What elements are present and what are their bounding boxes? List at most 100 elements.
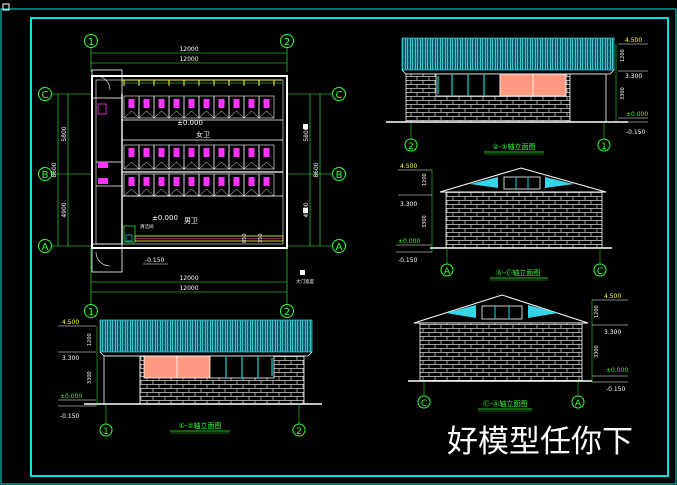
axis-bubble-right-B — [332, 167, 346, 181]
level-ground: -0.150 — [60, 413, 80, 420]
axis-label: C — [42, 90, 49, 101]
axis-label: B — [336, 170, 343, 181]
toilet-stall — [168, 144, 185, 170]
gable-vent — [470, 177, 498, 188]
axis-label: B — [42, 170, 49, 181]
squat-pan — [218, 148, 225, 157]
axis-label: 2 — [284, 37, 290, 48]
squat-pan — [128, 177, 135, 186]
toilet-stall — [183, 95, 200, 119]
axis-label: C — [421, 399, 427, 409]
axis-bubble-top-1 — [84, 34, 98, 48]
toilet-stall — [138, 144, 155, 170]
elevation-A-C: 4.500 3.300 ±0.000 -0.150 3300 1200 A C … — [396, 163, 612, 281]
axis-label: 2 — [296, 427, 302, 437]
axis-label: 1 — [88, 307, 94, 318]
toilet-stall — [198, 144, 215, 170]
toilet-stall — [123, 173, 140, 197]
ucs-icon — [2, 3, 10, 11]
squat-pan — [248, 148, 255, 157]
level-floor: ±0.000 — [626, 111, 648, 118]
dim-text: 1200 — [594, 305, 600, 318]
axis-bubble-top-2 — [280, 34, 294, 48]
toilet-stall — [183, 173, 200, 197]
toilet-stall — [198, 95, 215, 119]
dim-text: 12000 — [179, 285, 198, 292]
toilet-stall — [168, 95, 185, 119]
gable-vent — [545, 177, 574, 188]
toilet-stall — [213, 95, 230, 119]
room-note: 清洁间 — [140, 223, 154, 230]
level-ground: -0.150 — [398, 257, 418, 264]
level-top: 4.500 — [400, 163, 417, 170]
gable-vent — [446, 305, 476, 318]
toilet-stall — [243, 95, 260, 119]
stall-row-male-1 — [123, 144, 275, 170]
squat-pan — [233, 99, 240, 108]
axis-bubble-left-B — [38, 167, 52, 181]
level-eave: 3.300 — [604, 329, 621, 336]
squat-pan — [188, 99, 195, 108]
level-ground: -0.150 — [626, 129, 646, 136]
elevation-title: ①-②轴立面图 — [178, 421, 221, 430]
axis-label: C — [597, 267, 603, 277]
side-note: 大门宽度 — [296, 278, 314, 285]
elevation-title: ②-①轴立面图 — [492, 142, 535, 151]
squat-pan — [158, 99, 165, 108]
squat-pan — [248, 99, 255, 108]
level-eave: 3.300 — [62, 355, 79, 362]
elevation-title: Ⓐ-Ⓒ轴立面图 — [496, 268, 541, 277]
dim-text: 1200 — [422, 173, 428, 186]
toilet-stall — [213, 173, 230, 197]
toilet-stall — [138, 173, 155, 197]
axis-label: 1 — [601, 142, 607, 152]
axis-label: A — [336, 242, 343, 253]
axis-label: 1 — [88, 37, 94, 48]
gable-vent — [528, 305, 558, 318]
level-top: 4.500 — [604, 293, 621, 300]
squat-pan — [263, 177, 270, 186]
room-label-female: 女卫 — [196, 130, 210, 139]
dim-text: 8600 — [313, 162, 320, 177]
level-floor: ±0.000 — [398, 238, 420, 245]
squat-pan — [128, 148, 135, 157]
level-floor: ±0.000 — [606, 367, 628, 374]
level-eave: 3.300 — [625, 73, 642, 80]
axis-bubble-left-A — [38, 239, 52, 253]
axis-label: A — [42, 242, 49, 253]
elevation-C-A: 4.500 3.300 ±0.000 -0.150 3300 1200 C A … — [408, 293, 628, 412]
squat-pan — [173, 148, 180, 157]
dim-text: 4900 — [61, 202, 68, 217]
dim-text: 350 — [258, 233, 264, 243]
squat-pan — [173, 99, 180, 108]
toilet-stall — [168, 173, 185, 197]
window-band — [435, 73, 567, 97]
sheet-frame — [0, 3, 677, 485]
level-floor: ±0.000 — [60, 393, 82, 400]
dim-text: 5800 — [61, 126, 68, 141]
toilet-stall — [153, 144, 170, 170]
squat-pan — [263, 148, 270, 157]
toilet-stall — [138, 95, 155, 119]
watermark-text: 好模型任你下 — [447, 424, 633, 460]
dim-text: 3300 — [87, 371, 93, 384]
squat-pan — [188, 148, 195, 157]
toilet-stall — [228, 144, 245, 170]
dim-text: 12000 — [179, 275, 198, 282]
squat-pan — [143, 177, 150, 186]
dim-text: 1200 — [87, 333, 93, 346]
squat-pan — [263, 99, 270, 108]
sink-fixture — [98, 178, 108, 184]
axis-label: A — [444, 267, 451, 277]
level-eave: 3.300 — [400, 201, 417, 208]
squat-pan — [203, 177, 210, 186]
toilet-stall — [243, 144, 260, 170]
squat-pan — [203, 99, 210, 108]
axis-bubble-bottom-1 — [84, 304, 98, 318]
toilet-stall — [153, 173, 170, 197]
squat-pan — [218, 177, 225, 186]
brick-wall — [445, 191, 603, 249]
window-band — [143, 355, 275, 379]
squat-pan — [203, 148, 210, 157]
dim-text: 3300 — [594, 345, 600, 358]
